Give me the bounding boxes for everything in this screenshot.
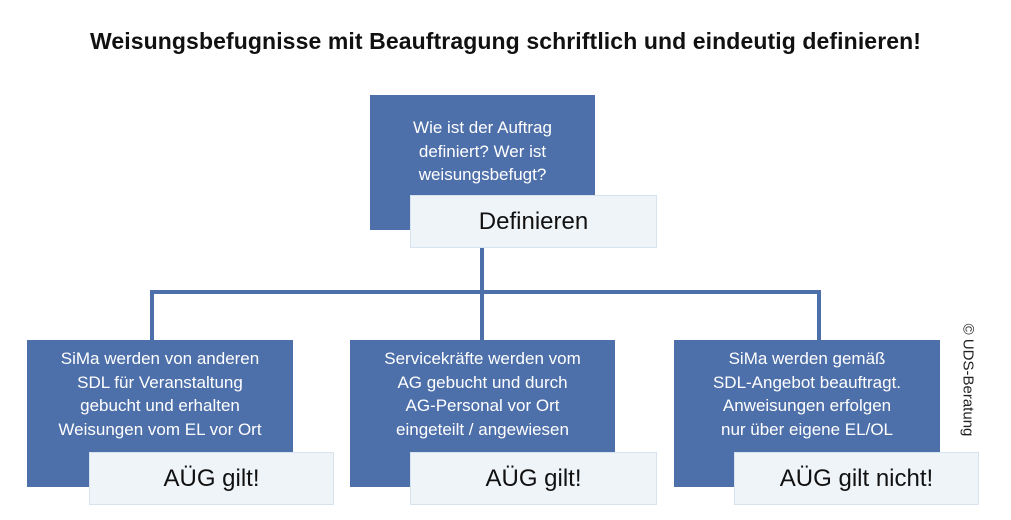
branch-node-line: AG-Personal vor Ort [405, 396, 560, 415]
top-node-line: Wie ist der Auftrag [413, 118, 552, 137]
branch-node-line: nur über eigene EL/OL [720, 419, 893, 439]
branch-node-line: Weisungen vom EL vor Ort [58, 419, 262, 439]
branch-label-2: AÜG gilt! [410, 452, 657, 505]
branch-node-line: eingeteilt / angewiesen [396, 419, 569, 439]
branch-node-line: SDL-Angebot beauftragt. [712, 372, 902, 392]
copyright-note: © UDS-Beratung [959, 323, 977, 437]
branch-node-line: Servicekräfte werden vom [384, 349, 581, 368]
top-node-line: weisungsbefugt? [418, 165, 547, 184]
branch-node-line: Anweisungen erfolgen [722, 396, 892, 415]
branch-node-line: SiMa werden von anderen [60, 349, 260, 368]
branch-node-line: gebucht und erhalten [80, 396, 240, 415]
connector-right [817, 290, 821, 342]
top-node-line: definiert? Wer ist [418, 141, 547, 161]
branch-node-line: SiMa werden gemäß [728, 349, 886, 368]
branch-node-line: AG gebucht und durch [397, 372, 568, 392]
branch-node-line: SDL für Veranstaltung [77, 372, 243, 392]
connector-horizontal [150, 290, 821, 294]
branch-label-1: AÜG gilt! [89, 452, 334, 505]
connector-trunk [480, 247, 484, 292]
top-node-label: Definieren [410, 195, 657, 248]
diagram-title: Weisungsbefugnisse mit Beauftragung schr… [89, 28, 922, 54]
connector-middle [480, 290, 484, 342]
connector-left [150, 290, 154, 342]
branch-label-3: AÜG gilt nicht! [734, 452, 979, 505]
